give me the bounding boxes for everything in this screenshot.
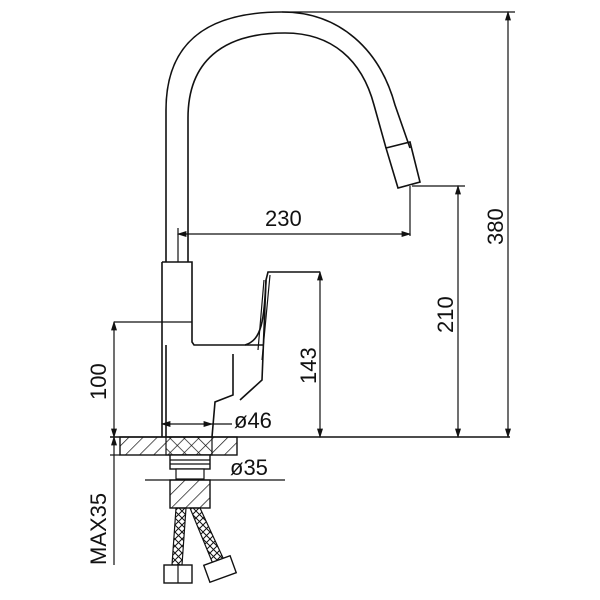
label-total-height: 380 — [483, 208, 508, 245]
deck-section — [110, 436, 510, 456]
supply-hoses — [163, 507, 238, 584]
label-hole-diameter: ø35 — [230, 455, 268, 480]
label-handle-height: 143 — [296, 347, 321, 384]
mounting-shank — [169, 454, 211, 509]
dimension-lines — [110, 10, 515, 565]
faucet-body — [161, 261, 320, 438]
label-outlet-height: 210 — [433, 296, 458, 333]
label-body-diameter: ø46 — [234, 408, 272, 433]
label-body-height: 100 — [86, 363, 111, 400]
label-spout-reach: 230 — [265, 206, 302, 231]
label-max-deck-thickness: MAX35 — [86, 493, 111, 565]
